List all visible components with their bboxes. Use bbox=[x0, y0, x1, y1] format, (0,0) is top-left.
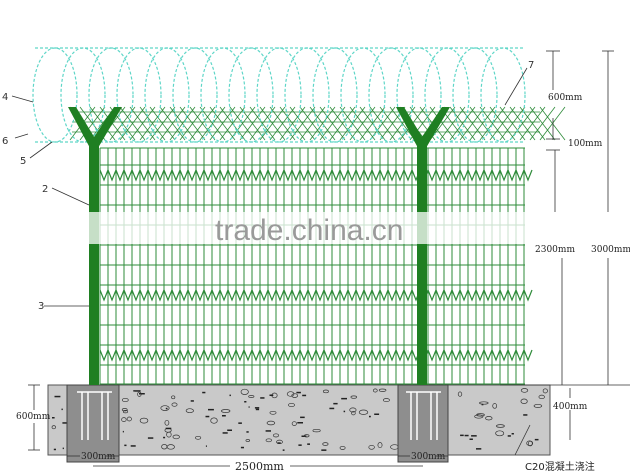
dim-footing-depth-right: 400mm bbox=[553, 402, 588, 412]
part-label-7: 7 bbox=[528, 60, 534, 71]
part-label-6: 6 bbox=[2, 136, 8, 147]
part-label-2: 2 bbox=[42, 184, 48, 195]
dim-coil-height: 600mm bbox=[548, 93, 583, 103]
part-label-5: 5 bbox=[20, 156, 26, 167]
concrete-note: C20混凝土浇注 bbox=[525, 460, 595, 473]
post-left bbox=[68, 107, 122, 385]
part-label-4: 4 bbox=[2, 92, 8, 103]
leader-lines bbox=[11, 67, 531, 456]
post-right bbox=[396, 107, 450, 385]
dim-footing-depth-left: 600mm bbox=[16, 412, 51, 422]
part-label-3: 3 bbox=[38, 301, 44, 312]
dim-fence-height: 2300mm bbox=[535, 245, 575, 255]
dim-footing-width-left: 300mm bbox=[81, 452, 116, 462]
dim-post-spacing: 2500mm bbox=[235, 460, 284, 473]
welded-mesh-panel bbox=[99, 147, 533, 385]
anchor-bolts-right bbox=[406, 391, 441, 440]
footing-left bbox=[66, 384, 120, 463]
dimension-lines bbox=[28, 50, 630, 467]
concrete-aggregate bbox=[51, 388, 548, 451]
dim-gap: 100mm bbox=[568, 139, 603, 149]
anchor-bolts-left bbox=[77, 391, 112, 440]
watermark-band bbox=[0, 212, 630, 244]
footing-right bbox=[397, 384, 449, 463]
dim-footing-width-right: 300mm bbox=[411, 452, 446, 462]
dim-total-height: 3000mm bbox=[591, 245, 630, 255]
watermark: trade.china.cn bbox=[215, 214, 403, 247]
